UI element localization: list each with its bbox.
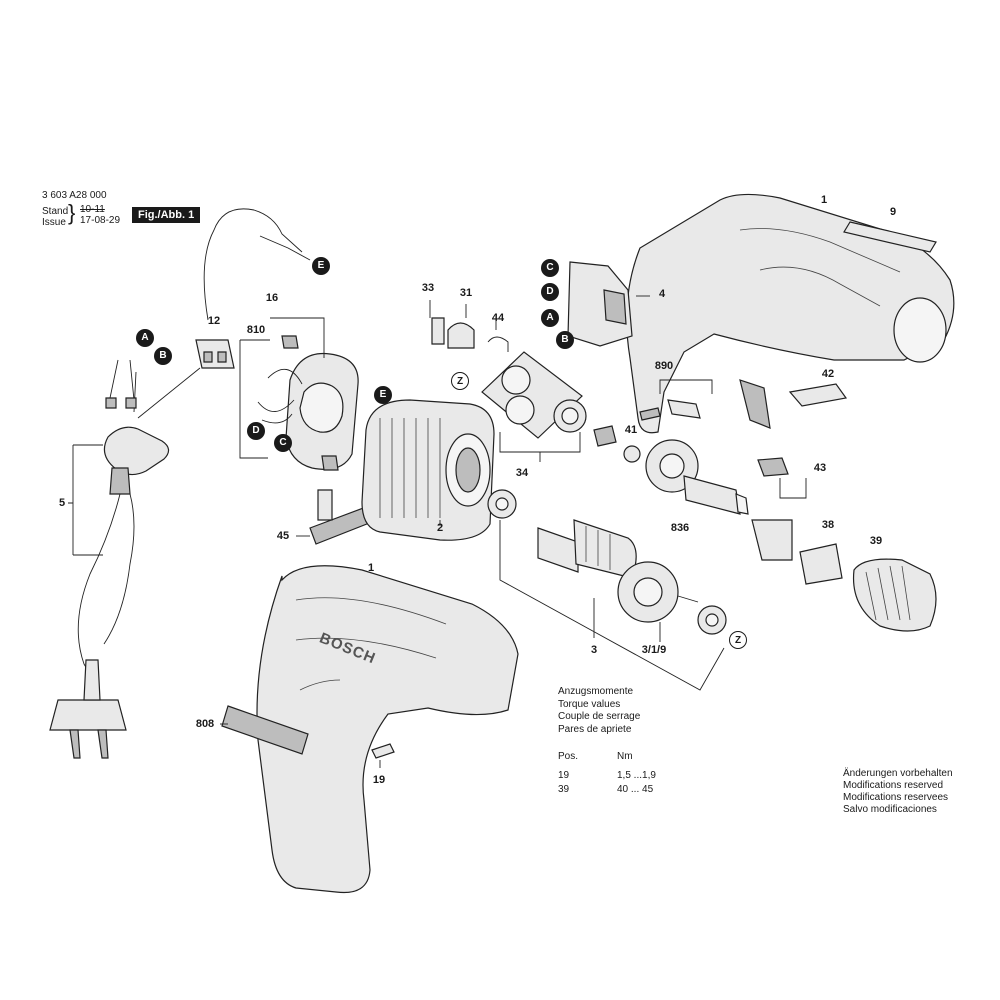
torque-row-nm: 40 ... 45 bbox=[617, 784, 654, 795]
part-number-890: 890 bbox=[654, 360, 674, 372]
connector-e-stator: E bbox=[374, 386, 392, 404]
part-number-34: 34 bbox=[515, 467, 529, 479]
part-number-5: 5 bbox=[58, 497, 66, 509]
changes-line-es: Salvo modificaciones bbox=[843, 804, 937, 815]
armature-drawing bbox=[487, 489, 727, 635]
connector-a-cord: A bbox=[136, 329, 154, 347]
torque-row-nm: 1,5 ...1,9 bbox=[617, 770, 656, 781]
switch-cable-drawing bbox=[137, 208, 311, 419]
power-cord-drawing bbox=[49, 359, 170, 759]
part-number-2: 2 bbox=[436, 522, 444, 534]
changes-line-de: Änderungen vorbehalten bbox=[843, 768, 953, 779]
reverse-lever-drawing bbox=[639, 379, 848, 421]
torque-line-es: Pares de apriete bbox=[558, 723, 632, 735]
brace-glyph: } bbox=[68, 200, 76, 225]
part-number-9: 9 bbox=[889, 206, 897, 218]
part-number-45: 45 bbox=[276, 530, 290, 542]
part-number-42: 42 bbox=[821, 368, 835, 380]
part-number-33: 33 bbox=[421, 282, 435, 294]
stand-new-date: 17-08-29 bbox=[80, 215, 121, 226]
stand-issue-labels: Stand Issue bbox=[42, 206, 68, 228]
reference-z-top: Z bbox=[451, 372, 469, 390]
part-number-43: 43 bbox=[813, 462, 827, 474]
chuck-drawing bbox=[799, 543, 937, 632]
part-number-1-top: 1 bbox=[820, 194, 828, 206]
figure-label: Fig./Abb. 1 bbox=[132, 207, 201, 223]
main-housing-drawing bbox=[220, 565, 519, 894]
connector-b-cord: B bbox=[154, 347, 172, 365]
part-number-41: 41 bbox=[624, 424, 638, 436]
connector-d-brush: D bbox=[247, 422, 265, 440]
connector-e-top: E bbox=[312, 257, 330, 275]
torque-line-de: Anzugsmomente bbox=[558, 686, 634, 697]
document-number: 3 603 A28 000 bbox=[42, 190, 107, 201]
part-number-1-bottom: 1 bbox=[367, 562, 375, 574]
part-number-3: 3 bbox=[590, 644, 598, 656]
part-number-39: 39 bbox=[869, 535, 883, 547]
part-number-44: 44 bbox=[491, 312, 505, 324]
brush-holder-drawing bbox=[239, 317, 359, 471]
issue-label: Issue bbox=[42, 217, 66, 228]
connector-c-brush: C bbox=[274, 434, 292, 452]
torque-col-pos: Pos. bbox=[558, 751, 579, 762]
stand-old-date: 10-11 bbox=[80, 204, 105, 215]
part-number-31: 31 bbox=[459, 287, 473, 299]
part-number-4: 4 bbox=[658, 288, 666, 300]
side-handle-bracket-drawing bbox=[751, 457, 807, 561]
part-number-810: 810 bbox=[246, 324, 266, 336]
part-number-19: 19 bbox=[372, 774, 386, 786]
stator-drawing bbox=[361, 399, 495, 541]
part-number-836: 836 bbox=[670, 522, 690, 534]
changes-line-en: Modifications reserved bbox=[843, 780, 944, 791]
part-number-3-1-9: 3/1/9 bbox=[641, 644, 667, 656]
torque-row-pos: 39 bbox=[558, 784, 570, 795]
gear-shaft-drawing bbox=[645, 439, 749, 515]
reference-z-bottom: Z bbox=[729, 631, 747, 649]
part-number-808: 808 bbox=[195, 718, 215, 730]
motor-housing-top-drawing bbox=[626, 193, 955, 434]
connector-a-switch: A bbox=[541, 309, 559, 327]
torque-heading: Anzugsmomente Torque values Couple de se… bbox=[558, 686, 640, 736]
torque-line-en: Torque values bbox=[558, 698, 621, 710]
changes-line-fr: Modifications reservees bbox=[843, 792, 949, 803]
part-number-16: 16 bbox=[265, 292, 279, 304]
connector-b-switch: B bbox=[556, 331, 574, 349]
stand-label: Stand bbox=[42, 206, 69, 217]
connector-c-switch: C bbox=[541, 259, 559, 277]
torque-col-nm: Nm bbox=[617, 751, 633, 762]
changes-notice: Änderungen vorbehalten Modifications res… bbox=[843, 768, 953, 816]
stand-values: 10-11 17-08-29 bbox=[80, 204, 120, 226]
part-number-12: 12 bbox=[207, 315, 221, 327]
part-number-38: 38 bbox=[821, 519, 835, 531]
needle-bearings-drawing bbox=[553, 399, 641, 463]
torque-line-fr: Couple de serrage bbox=[558, 711, 641, 722]
connector-d-switch: D bbox=[541, 283, 559, 301]
torque-row-pos: 19 bbox=[558, 770, 570, 781]
